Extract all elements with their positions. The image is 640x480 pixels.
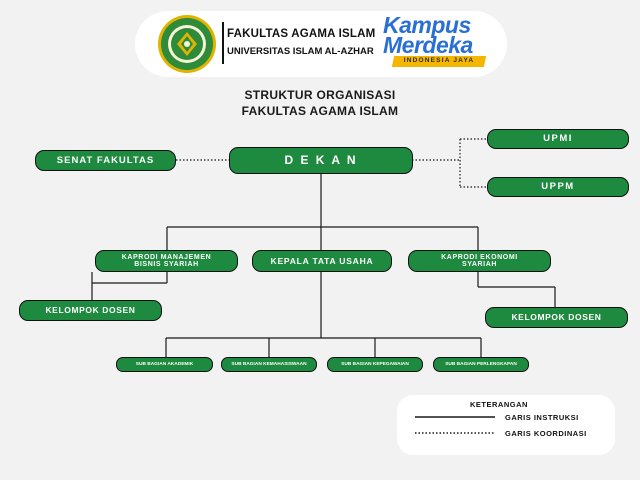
kampus-merdeka-tagline: INDONESIA JAYA xyxy=(403,57,475,64)
node-dekan: D E K A N xyxy=(229,147,413,174)
chart-title-line1: STRUKTUR ORGANISASI xyxy=(244,88,396,102)
faculty-name: FAKULTAS AGAMA ISLAM xyxy=(227,28,376,40)
university-seal-icon xyxy=(158,15,216,73)
legend-title: KETERANGAN xyxy=(470,400,528,409)
node-sub-bagian-perlengkapan: SUB BAGIAN PERLENGKAPAN xyxy=(433,357,529,372)
node-uppm: UPPM xyxy=(487,177,629,197)
node-kelompok-dosen-left: KELOMPOK DOSEN xyxy=(19,300,162,321)
university-name: UNIVERSITAS ISLAM AL-AZHAR xyxy=(227,46,374,57)
node-kepala-tata-usaha: KEPALA TATA USAHA xyxy=(252,250,392,272)
node-sub-bagian-kepegawaian: SUB BAGIAN KEPEGAWAIAN xyxy=(327,357,423,372)
header-divider xyxy=(222,22,224,64)
legend-dotted-label: GARIS KOORDINASI xyxy=(505,429,587,438)
chart-title-line2: FAKULTAS AGAMA ISLAM xyxy=(241,104,399,118)
node-sub-bagian-akademik: SUB BAGIAN AKADEMIK xyxy=(116,357,213,372)
node-sub-bagian-kemahasiswaan: SUB BAGIAN KEMAHASISWAAN xyxy=(221,357,317,372)
node-kaprodi-manajemen-bisnis-syariah: KAPRODI MANAJEMEN BISNIS SYARIAH xyxy=(95,250,238,272)
node-senat-fakultas: SENAT FAKULTAS xyxy=(35,150,176,171)
kampus-merdeka-logo-word2: Merdeka xyxy=(383,32,473,58)
legend-card xyxy=(397,395,615,455)
node-kelompok-dosen-right: KELOMPOK DOSEN xyxy=(485,307,628,328)
kampus-merdeka-logo-word1: Kampus xyxy=(383,12,471,38)
node-upmi: UPMI xyxy=(487,129,629,149)
node-kaprodi-ekonomi-syariah: KAPRODI EKONOMI SYARIAH xyxy=(408,250,551,272)
legend-solid-label: GARIS INSTRUKSI xyxy=(505,413,579,422)
